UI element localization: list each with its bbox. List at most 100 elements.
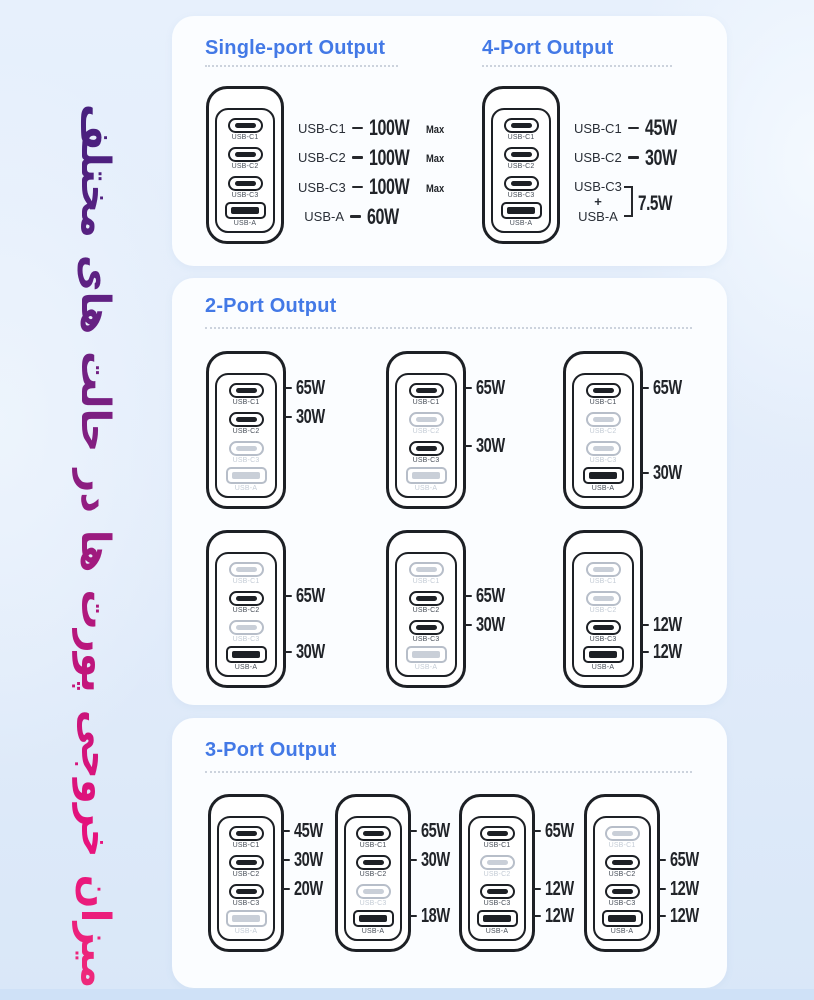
port-label: USB-C2 [507, 163, 535, 170]
port-label: USB-C3 [412, 457, 440, 464]
port-label: USB-C1 [231, 134, 259, 141]
port-usb-c2: USB-C2 [587, 855, 657, 879]
watt-value: 60W [367, 203, 399, 229]
usb-c-port-shape [503, 118, 539, 133]
section-title-three-port: 3-Port Output [205, 739, 337, 761]
connector-dash [627, 126, 639, 130]
charger-face [491, 108, 551, 233]
port-usb-c1: USB-C1 [566, 562, 640, 586]
port-label: USB-A [591, 664, 615, 671]
watt-value: 100W [368, 144, 410, 170]
port-pin-bar [232, 914, 260, 923]
watt-tick [464, 623, 472, 627]
connector-dash [351, 126, 363, 130]
port-pin-bar [592, 567, 614, 572]
watt-value: 30W [644, 144, 677, 170]
watt-value: 12W [545, 878, 574, 900]
port-pin-bar [412, 471, 440, 480]
port-pin-bar [592, 625, 614, 630]
port-usb-c1: USB-C1 [485, 118, 557, 142]
port-label: USB-C3 [589, 636, 617, 643]
usb-a-port-shape [601, 910, 643, 927]
port-usb-c3: USB-C3 [389, 620, 463, 644]
port-usb-a: USB-A [209, 467, 283, 493]
watt-tick [409, 858, 417, 862]
usb-c-port-shape [479, 826, 515, 841]
watt-value: 100W [368, 115, 410, 140]
usb-a-port-shape [582, 646, 624, 663]
port-pin-bar [412, 650, 440, 659]
charger-face [395, 552, 457, 677]
port-usb-c3: USB-C3 [389, 441, 463, 465]
port-label: USB-A [485, 928, 509, 935]
port-label: USB-C1 [412, 578, 440, 585]
port-label: USB-A [234, 928, 258, 935]
port-usb-c2: USB-C2 [389, 412, 463, 436]
watt-tick [641, 623, 649, 627]
watt-value: 30W [476, 614, 505, 636]
watt-tick [533, 887, 541, 891]
usb-c-port-shape [604, 884, 640, 899]
usb-a-port-shape [405, 467, 447, 484]
dotted-divider [205, 327, 692, 329]
port-pin-bar [231, 206, 259, 215]
port-pin-bar [362, 860, 384, 865]
dotted-divider [205, 771, 692, 773]
usb-c-port-shape [585, 591, 621, 606]
port-usb-c3: USB-C3 [209, 620, 283, 644]
port-pin-bar [235, 596, 257, 601]
watt-tick [658, 858, 666, 862]
port-label: USB-C2 [589, 607, 617, 614]
usb-c-port-shape [585, 412, 621, 427]
watt-tick [464, 594, 472, 598]
usb-c-port-shape [604, 855, 640, 870]
watt-value: 30W [476, 435, 505, 457]
usb-c-port-shape [355, 826, 391, 841]
watt-value: 30W [653, 462, 682, 484]
usb-c-port-shape [227, 147, 263, 162]
usb-c-port-shape [408, 383, 444, 398]
port-label: USB-C3 [232, 457, 260, 464]
watt-tick [282, 829, 290, 833]
combo-port-top: USB-C3 [574, 179, 622, 194]
usb-c-port-shape [408, 620, 444, 635]
connector-dash [627, 156, 639, 159]
port-pin-bar [359, 914, 387, 923]
port-usb-c3: USB-C3 [485, 176, 557, 200]
port-label: USB-C2 [231, 163, 259, 170]
watt-tick [533, 914, 541, 918]
port-name: USB-C3 [298, 179, 346, 195]
watt-tick [464, 386, 472, 390]
port-pin-bar [510, 181, 532, 186]
port-usb-c2: USB-C2 [485, 147, 557, 171]
watt-tick [658, 887, 666, 891]
section-title-two-port: 2-Port Output [205, 295, 337, 317]
port-label: USB-C1 [608, 842, 636, 849]
combo-port-bottom: USB-A [578, 209, 618, 224]
port-label: USB-C3 [232, 900, 260, 907]
usb-a-port-shape [225, 467, 267, 484]
connector-dash [351, 156, 363, 159]
port-usb-c2: USB-C2 [209, 147, 281, 171]
combo-watt-value: 7.5W [638, 192, 673, 215]
port-pin-bar [611, 889, 633, 894]
port-label: USB-C3 [412, 636, 440, 643]
dotted-divider [205, 65, 398, 67]
watt-tick [409, 914, 417, 918]
watt-value: 18W [421, 905, 450, 927]
watt-tick [641, 650, 649, 654]
usb-a-port-shape [582, 467, 624, 484]
usb-a-port-shape [224, 202, 266, 219]
port-usb-a: USB-A [566, 467, 640, 493]
